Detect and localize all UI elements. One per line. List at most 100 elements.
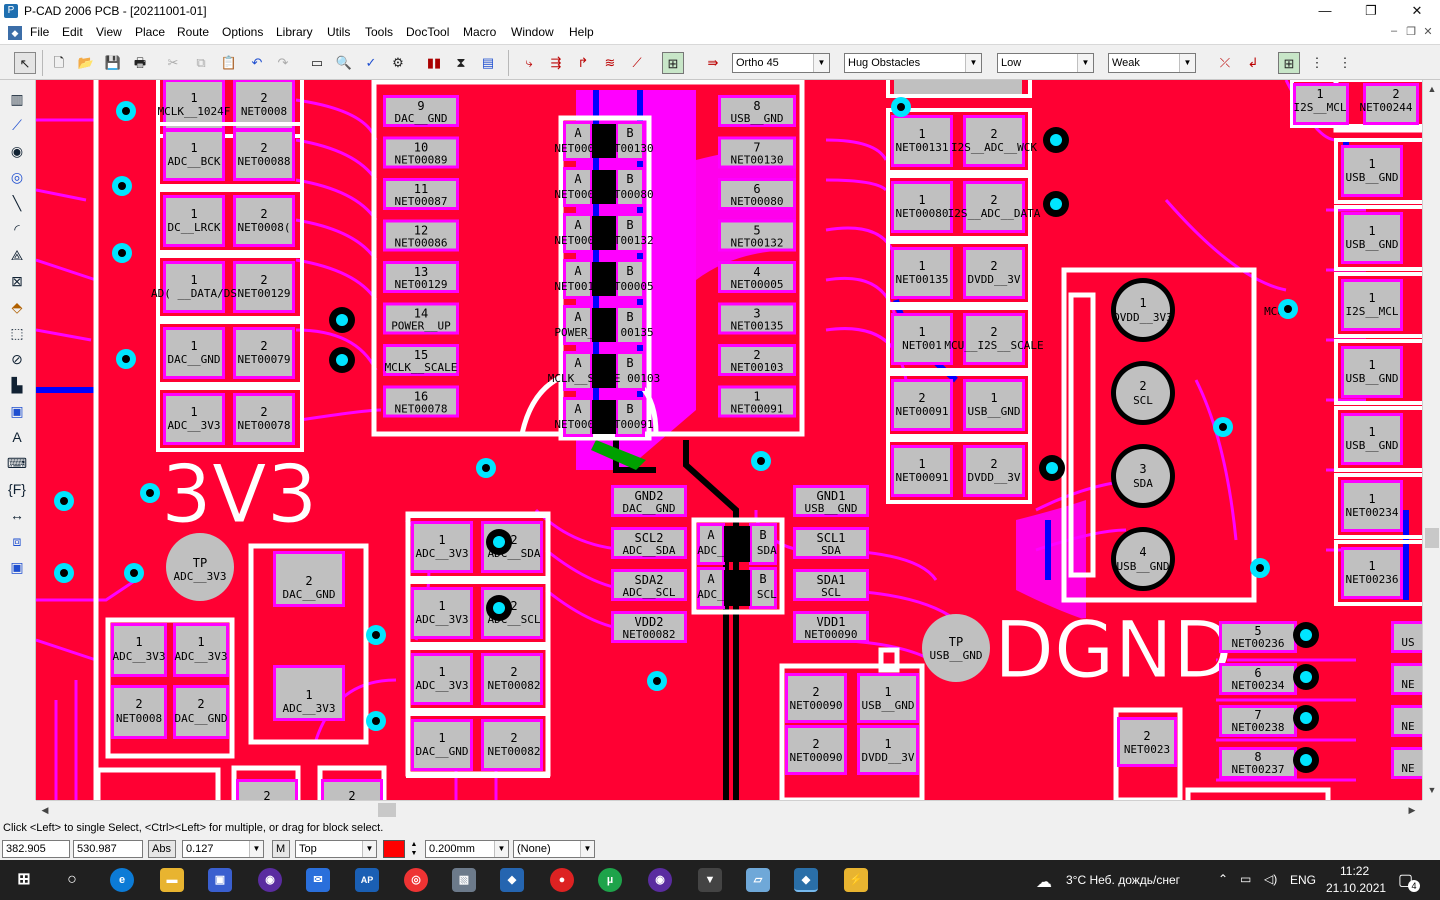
place-connection-icon[interactable]: ⟋ bbox=[12, 117, 22, 133]
scroll-left-icon[interactable]: ◀ bbox=[41, 805, 49, 815]
ap-app-icon[interactable]: AP bbox=[355, 868, 379, 892]
chrome-browser-icon[interactable]: ◎ bbox=[404, 868, 428, 892]
place-plane-icon[interactable]: ▙ bbox=[11, 377, 23, 393]
file-explorer-icon[interactable]: ▬ bbox=[160, 868, 184, 892]
layer-color-swatch[interactable] bbox=[383, 840, 405, 858]
cloud-weather-icon[interactable]: ☁ bbox=[1036, 874, 1052, 891]
place-field-icon[interactable]: {F} bbox=[8, 481, 26, 497]
horizontal-scrollbar[interactable]: ◀ ▶ bbox=[36, 800, 1422, 818]
unroute-icon[interactable]: ⤫ bbox=[1219, 55, 1231, 70]
copy-icon[interactable]: ⧉ bbox=[196, 55, 206, 70]
player-app-icon[interactable]: ◉ bbox=[648, 868, 672, 892]
autoroute-icon[interactable]: ⊞ bbox=[662, 52, 684, 74]
menu-place[interactable]: Place bbox=[135, 25, 166, 39]
system-monitor-icon[interactable]: ▧ bbox=[452, 868, 476, 892]
pcb-tool-icon[interactable]: ● bbox=[550, 868, 574, 892]
menu-window[interactable]: Window bbox=[511, 25, 554, 39]
place-point-icon[interactable]: ⧈ bbox=[12, 533, 22, 549]
fanout-icon[interactable]: ⋮ bbox=[1338, 55, 1352, 70]
menu-tools[interactable]: Tools bbox=[365, 25, 394, 39]
menu-macro[interactable]: Macro bbox=[463, 25, 497, 39]
place-component-icon[interactable]: ▥ bbox=[10, 91, 24, 107]
virtualbox-icon[interactable]: ◆ bbox=[500, 868, 524, 892]
place-text-icon[interactable]: A bbox=[12, 429, 22, 445]
undo-icon[interactable]: ↶ bbox=[251, 55, 263, 70]
menu-help[interactable]: Help bbox=[569, 25, 594, 39]
trace-width-select[interactable]: 0.200mm▼ bbox=[425, 840, 509, 858]
save-app-icon[interactable]: ▣ bbox=[208, 868, 232, 892]
strength-select[interactable]: Weak▼ bbox=[1108, 53, 1196, 73]
push-traces-icon[interactable]: ⇛ bbox=[707, 55, 719, 70]
place-fill-icon[interactable]: ⬘ bbox=[11, 299, 23, 315]
place-line-icon[interactable]: ╲ bbox=[12, 195, 22, 211]
menu-options[interactable]: Options bbox=[222, 25, 264, 39]
place-keepout-icon[interactable]: ⊘ bbox=[11, 351, 23, 367]
zoom-icon[interactable]: 🔍 bbox=[335, 55, 353, 70]
y-coordinate-field[interactable]: 530.987 bbox=[73, 840, 143, 858]
weather-text[interactable]: 3°C Неб. дождь/снег bbox=[1066, 873, 1181, 887]
vertical-scrollbar[interactable]: ▲ ▼ bbox=[1422, 80, 1440, 800]
select-tool-icon[interactable]: ↖ bbox=[14, 52, 36, 74]
layer-pair-icon[interactable]: ▮▮ bbox=[426, 55, 442, 70]
optimize-level-select[interactable]: Low▼ bbox=[997, 53, 1094, 73]
x-coordinate-field[interactable]: 382.905 bbox=[2, 840, 70, 858]
grid-select[interactable]: 0.127▼ bbox=[182, 840, 264, 858]
clock-time[interactable]: 11:22 bbox=[1340, 864, 1370, 878]
abs-toggle-button[interactable]: Abs bbox=[148, 840, 176, 858]
place-diff-pair-icon[interactable]: ▣ bbox=[10, 559, 24, 575]
language-indicator[interactable]: ENG bbox=[1290, 873, 1317, 887]
place-copper-pour-icon[interactable]: ⊠ bbox=[11, 273, 23, 289]
volume-icon[interactable]: ◁) bbox=[1264, 872, 1278, 886]
layer-swap-icon[interactable]: ⧗ bbox=[456, 55, 466, 70]
place-polygon-icon[interactable]: ⟁ bbox=[10, 247, 24, 263]
menu-library[interactable]: Library bbox=[276, 25, 313, 39]
drc-icon[interactable]: ✓ bbox=[365, 55, 377, 70]
network-icon[interactable]: ▭ bbox=[1240, 872, 1252, 886]
place-cutout-icon[interactable]: ⬚ bbox=[10, 325, 24, 341]
route-board-icon[interactable]: ⊞ bbox=[1278, 52, 1300, 74]
glue-icon[interactable]: ⋮ bbox=[1310, 55, 1324, 70]
layer-view-icon[interactable]: ▤ bbox=[481, 55, 495, 70]
torrent-app-icon[interactable]: µ bbox=[598, 868, 622, 892]
route-interactive-icon[interactable]: ⇶ bbox=[550, 55, 562, 70]
cut-icon[interactable]: ✂ bbox=[167, 55, 179, 70]
obstacle-mode-select[interactable]: Hug Obstacles▼ bbox=[844, 53, 982, 73]
route-bus-icon[interactable]: ≋ bbox=[604, 55, 616, 70]
menu-edit[interactable]: Edit bbox=[62, 25, 83, 39]
clock-date[interactable]: 21.10.2021 bbox=[1326, 881, 1387, 895]
menu-utils[interactable]: Utils bbox=[327, 25, 351, 39]
windows-start-icon[interactable]: ⊞ bbox=[17, 871, 31, 888]
menu-view[interactable]: View bbox=[96, 25, 122, 39]
redo-icon[interactable]: ↷ bbox=[277, 55, 289, 70]
maximize-button[interactable]: ❐ bbox=[1365, 3, 1377, 18]
fox-app-icon[interactable]: ▼ bbox=[698, 868, 722, 892]
scroll-up-icon[interactable]: ▲ bbox=[1427, 84, 1437, 94]
route-multi-icon[interactable]: ↱ bbox=[577, 55, 589, 70]
document-icon[interactable]: ◆ bbox=[8, 26, 22, 40]
place-via-icon[interactable]: ◎ bbox=[10, 169, 24, 185]
pcad-app-icon[interactable]: P bbox=[4, 4, 18, 18]
scroll-right-icon[interactable]: ▶ bbox=[1408, 805, 1416, 815]
route-manual-icon[interactable]: ⤷ bbox=[525, 55, 533, 70]
menu-doctool[interactable]: DocTool bbox=[406, 25, 450, 39]
close-button[interactable]: ✕ bbox=[1411, 3, 1423, 18]
route-miter-icon[interactable]: ⟋ bbox=[632, 55, 642, 70]
place-arc-icon[interactable]: ◜ bbox=[14, 221, 20, 237]
mdi-restore-button[interactable]: ❐ bbox=[1406, 26, 1416, 38]
new-file-icon[interactable]: 🗋 bbox=[53, 55, 65, 70]
print-icon[interactable]: 🖶 bbox=[133, 55, 147, 70]
measure-icon[interactable]: ▭ bbox=[310, 55, 324, 70]
paste-icon[interactable]: 📋 bbox=[220, 55, 238, 70]
mdi-minimize-button[interactable]: – bbox=[1390, 25, 1398, 37]
style-select[interactable]: (None)▼ bbox=[513, 840, 595, 858]
units-toggle-button[interactable]: M bbox=[272, 840, 290, 858]
chevron-up-icon[interactable]: ⌃ bbox=[1218, 872, 1229, 886]
media-app-icon[interactable]: ◉ bbox=[258, 868, 282, 892]
mail-app-icon[interactable]: ✉ bbox=[306, 868, 330, 892]
place-pad-icon[interactable]: ◉ bbox=[10, 143, 24, 159]
place-dimension-icon[interactable]: ↔ bbox=[10, 507, 24, 523]
open-folder-icon[interactable]: 📂 bbox=[77, 55, 95, 70]
scroll-down-icon[interactable]: ▼ bbox=[1427, 785, 1437, 795]
save-icon[interactable]: 💾 bbox=[104, 55, 122, 70]
